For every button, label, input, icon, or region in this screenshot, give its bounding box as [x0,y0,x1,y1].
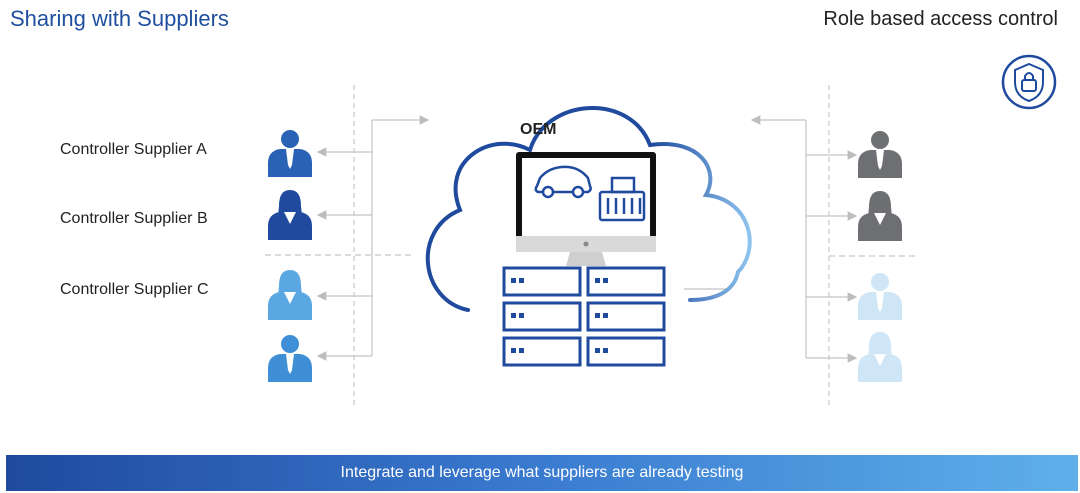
monitor-icon [516,152,656,266]
rbac-label: Role based access control [823,8,1058,30]
supplier-c-label: Controller Supplier C [60,281,209,298]
shield-lock-icon [1001,54,1057,110]
person-icon [858,273,902,320]
person-icon [268,270,312,320]
page-title: Sharing with Suppliers [10,6,229,31]
server-rack-icon [502,266,666,367]
oem-label: OEM [520,121,557,138]
person-icon [268,335,312,382]
person-icon [268,190,312,240]
car-icon [534,165,592,199]
ecu-controller-icon [598,176,646,222]
supplier-a-label: Controller Supplier A [60,141,207,158]
person-icon [858,131,902,178]
right-connectors [684,115,858,363]
bottom-banner: Integrate and leverage what suppliers ar… [6,455,1078,491]
person-icon [858,332,902,382]
left-connectors [316,115,430,361]
server-leds [511,278,608,353]
person-icon [858,191,902,241]
oem-cloud [425,106,752,312]
banner-text: Integrate and leverage what suppliers ar… [340,464,744,481]
right-dividers [828,85,915,405]
supplier-b-label: Controller Supplier B [60,210,208,227]
person-icon [268,130,312,177]
left-dividers [265,85,415,405]
